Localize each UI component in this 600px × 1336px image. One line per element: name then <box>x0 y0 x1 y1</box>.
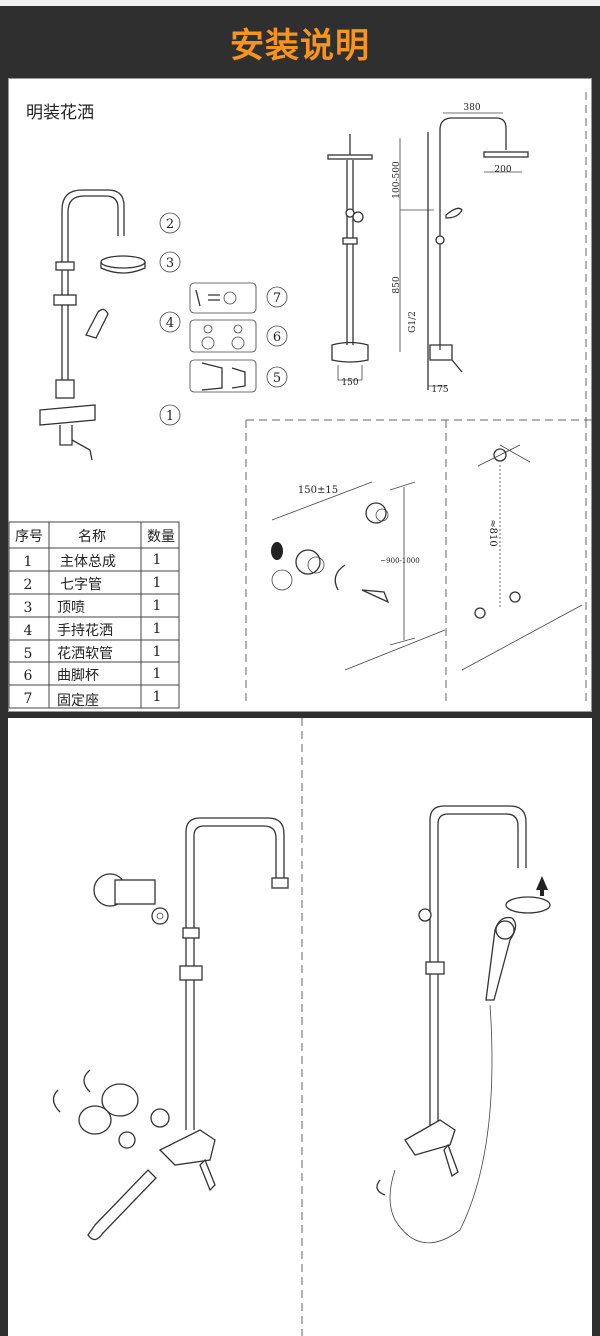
svg-text:5: 5 <box>24 646 33 662</box>
svg-text:1: 1 <box>153 575 162 591</box>
table-header: 序号 <box>15 529 43 545</box>
svg-text:主体总成: 主体总成 <box>60 554 116 570</box>
svg-text:~900-1000: ~900-1000 <box>380 557 419 565</box>
svg-text:手持花洒: 手持花洒 <box>57 623 113 639</box>
hand-shower-assembly-drawing <box>376 805 551 1244</box>
svg-text:150±15: 150±15 <box>298 485 338 496</box>
table-row: 7 固定座 1 <box>24 689 162 709</box>
svg-text:150: 150 <box>341 378 358 388</box>
svg-text:固定座: 固定座 <box>57 693 99 709</box>
top-border <box>0 0 600 6</box>
svg-text:花洒软管: 花洒软管 <box>57 646 113 662</box>
table-row: 2 七字管 1 <box>24 575 162 593</box>
svg-text:≈810: ≈810 <box>487 519 498 546</box>
svg-text:4: 4 <box>24 623 33 639</box>
svg-text:1: 1 <box>153 598 162 614</box>
svg-text:1: 1 <box>153 689 162 705</box>
wall-mount-assembly-drawing <box>52 817 289 1241</box>
table-header: 名称 <box>78 529 106 545</box>
section-title: 明装花洒 <box>26 103 94 123</box>
svg-text:七字管: 七字管 <box>60 577 102 593</box>
front-view-drawing: 150 <box>327 134 373 388</box>
side-view-drawing: 380 200 100-500 850 G1/2 175 <box>392 103 529 395</box>
table-row: 5 花洒软管 1 <box>24 644 162 662</box>
svg-text:5: 5 <box>273 371 281 386</box>
svg-text:G1/2: G1/2 <box>408 311 418 333</box>
callout-circles: 2 3 4 1 7 6 5 <box>159 212 288 426</box>
svg-text:100-500: 100-500 <box>392 161 402 199</box>
inlet-install-drawing: 150±15 ~900-1000 <box>271 481 446 671</box>
shower-exploded-drawing <box>39 189 146 461</box>
bracket-install-drawing: ≈810 <box>461 444 583 671</box>
table-header: 数量 <box>147 529 175 545</box>
svg-text:1: 1 <box>24 554 33 570</box>
svg-text:4: 4 <box>166 316 174 331</box>
svg-text:曲脚杯: 曲脚杯 <box>57 668 99 684</box>
svg-text:7: 7 <box>273 291 281 306</box>
table-row: 6 曲脚杯 1 <box>24 666 162 684</box>
svg-text:3: 3 <box>166 256 174 271</box>
install-frames <box>245 419 592 706</box>
parts-table: 序号 名称 数量 1 主体总成 1 2 七字管 1 3 顶喷 1 4 手持花洒 1 5 花洒软管 1… <box>8 521 180 709</box>
svg-text:850: 850 <box>392 276 402 293</box>
svg-text:6: 6 <box>273 330 281 345</box>
svg-text:顶喷: 顶喷 <box>57 600 85 616</box>
svg-text:200: 200 <box>494 165 511 175</box>
table-row: 4 手持花洒 1 <box>24 621 162 639</box>
svg-text:3: 3 <box>24 600 33 616</box>
svg-text:2: 2 <box>24 577 33 593</box>
svg-text:380: 380 <box>463 103 480 113</box>
table-row: 3 顶喷 1 <box>24 598 162 616</box>
svg-text:2: 2 <box>166 217 174 232</box>
svg-text:7: 7 <box>24 691 33 707</box>
svg-text:1: 1 <box>153 552 162 568</box>
svg-text:1: 1 <box>153 666 162 682</box>
svg-text:6: 6 <box>24 668 33 684</box>
svg-text:175: 175 <box>431 385 448 395</box>
svg-text:1: 1 <box>153 621 162 637</box>
page-title: 安装说明 <box>230 26 370 66</box>
svg-text:1: 1 <box>166 409 174 424</box>
svg-text:1: 1 <box>153 644 162 660</box>
table-row: 1 主体总成 1 <box>24 552 162 570</box>
